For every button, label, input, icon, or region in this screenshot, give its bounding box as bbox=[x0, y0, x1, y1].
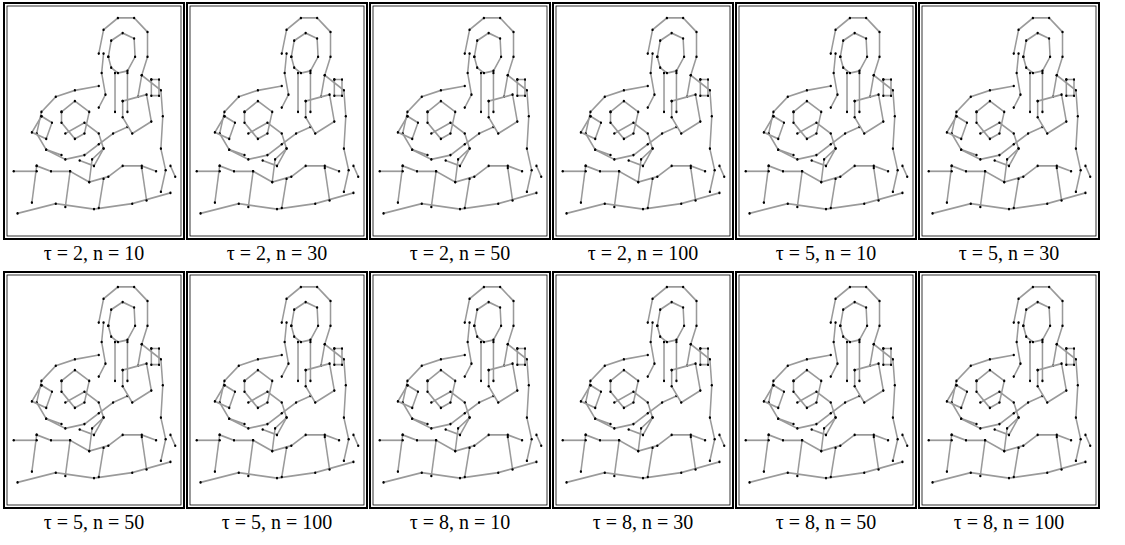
panel-row bbox=[4, 3, 1099, 239]
panel-caption: τ = 8, n = 30 bbox=[553, 510, 733, 534]
panel-caption: τ = 8, n = 100 bbox=[919, 510, 1099, 534]
panel-caption: τ = 5, n = 30 bbox=[919, 241, 1099, 265]
panel-row bbox=[4, 272, 1099, 508]
panel-caption: τ = 2, n = 10 bbox=[4, 241, 184, 265]
panel-caption: τ = 2, n = 30 bbox=[187, 241, 367, 265]
graph-panel bbox=[370, 272, 550, 508]
graph-panel bbox=[919, 272, 1099, 508]
graph-panel bbox=[370, 3, 550, 239]
graph-panel bbox=[919, 3, 1099, 239]
panel-caption: τ = 5, n = 10 bbox=[736, 241, 916, 265]
graph-panel bbox=[187, 272, 367, 508]
panel-caption: τ = 5, n = 50 bbox=[4, 510, 184, 534]
panel-caption: τ = 8, n = 10 bbox=[370, 510, 550, 534]
panel-caption: τ = 2, n = 100 bbox=[553, 241, 733, 265]
panel-caption: τ = 5, n = 100 bbox=[187, 510, 367, 534]
graph-panel bbox=[553, 272, 733, 508]
graph-panel bbox=[736, 3, 916, 239]
graph-panel bbox=[736, 272, 916, 508]
graph-panel bbox=[187, 3, 367, 239]
panel-caption: τ = 8, n = 50 bbox=[736, 510, 916, 534]
graph-panel bbox=[4, 3, 184, 239]
graph-panel bbox=[4, 272, 184, 508]
graph-panel bbox=[553, 3, 733, 239]
panel-caption: τ = 2, n = 50 bbox=[370, 241, 550, 265]
